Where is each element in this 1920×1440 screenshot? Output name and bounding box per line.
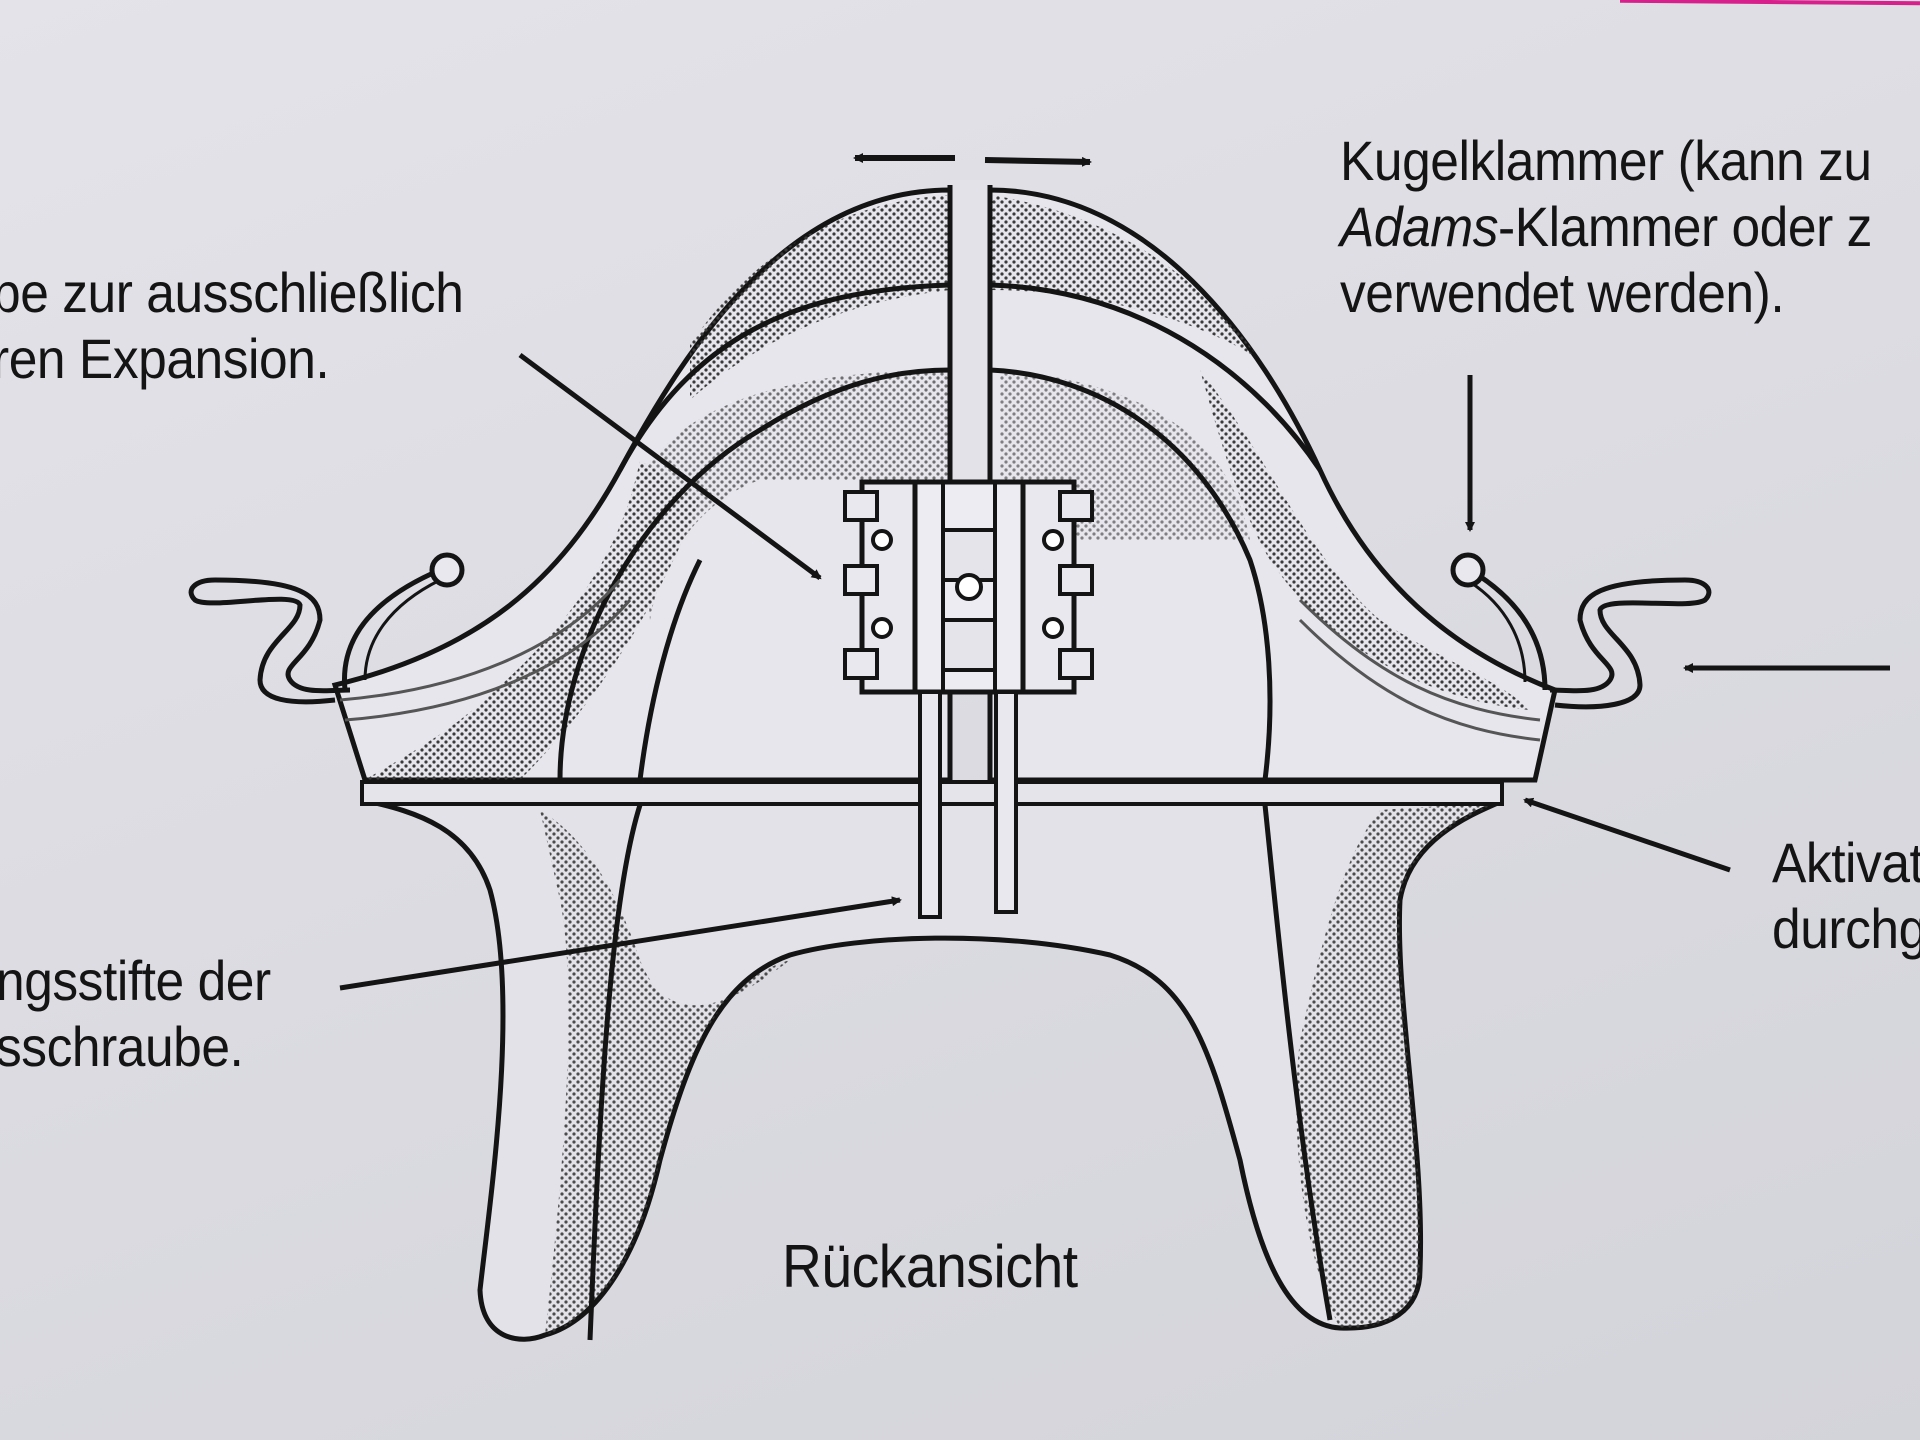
label-ball-clasp-line1: Kugelklammer (kann zu	[1340, 129, 1872, 192]
label-ball-clasp-italic: Adams	[1340, 195, 1499, 259]
activator-pointer-arrow	[1523, 797, 1731, 873]
expansion-screw	[843, 479, 1094, 919]
label-guide-pins-line1: ngsstifte der	[0, 949, 271, 1012]
label-screw-expansion-line2: ren Expansion.	[0, 327, 330, 391]
right-clasps	[1450, 552, 1712, 710]
label-activator: Aktivat durchg	[1772, 830, 1920, 962]
label-screw-expansion: be zur ausschließlich ren Expansion.	[0, 260, 464, 392]
view-caption: Rückansicht	[782, 1233, 1078, 1300]
label-ball-clasp-line3: verwendet werden).	[1340, 261, 1785, 325]
label-ball-clasp-line2: Adams-Klammer oder z	[1340, 194, 1872, 260]
label-activator-line1: Aktivat	[1772, 831, 1920, 894]
screw-left-knobs	[843, 490, 893, 680]
label-ball-clasp: Kugelklammer (kann zu Adams-Klammer oder…	[1340, 128, 1872, 326]
guide-pin-pointer-arrow	[339, 896, 902, 991]
screw-pointer-arrow	[518, 352, 822, 581]
upper-plate	[331, 187, 1558, 783]
label-guide-pins-line2: sschraube.	[0, 1015, 244, 1079]
median-split	[947, 180, 993, 480]
expansion-arrows-icon	[853, 153, 1092, 167]
pointer-arrows	[339, 352, 1890, 991]
lower-shield	[361, 797, 1501, 1342]
label-activator-line2: durchg	[1772, 897, 1920, 961]
label-screw-expansion-line1: be zur ausschließlich	[0, 261, 464, 324]
screw-right-knobs	[1042, 490, 1094, 680]
label-guide-pins: ngsstifte der sschraube.	[0, 948, 271, 1080]
guide-pins	[918, 690, 1018, 919]
left-clasps	[188, 552, 465, 705]
label-ball-clasp-line2-rest: -Klammer oder z	[1498, 195, 1872, 259]
